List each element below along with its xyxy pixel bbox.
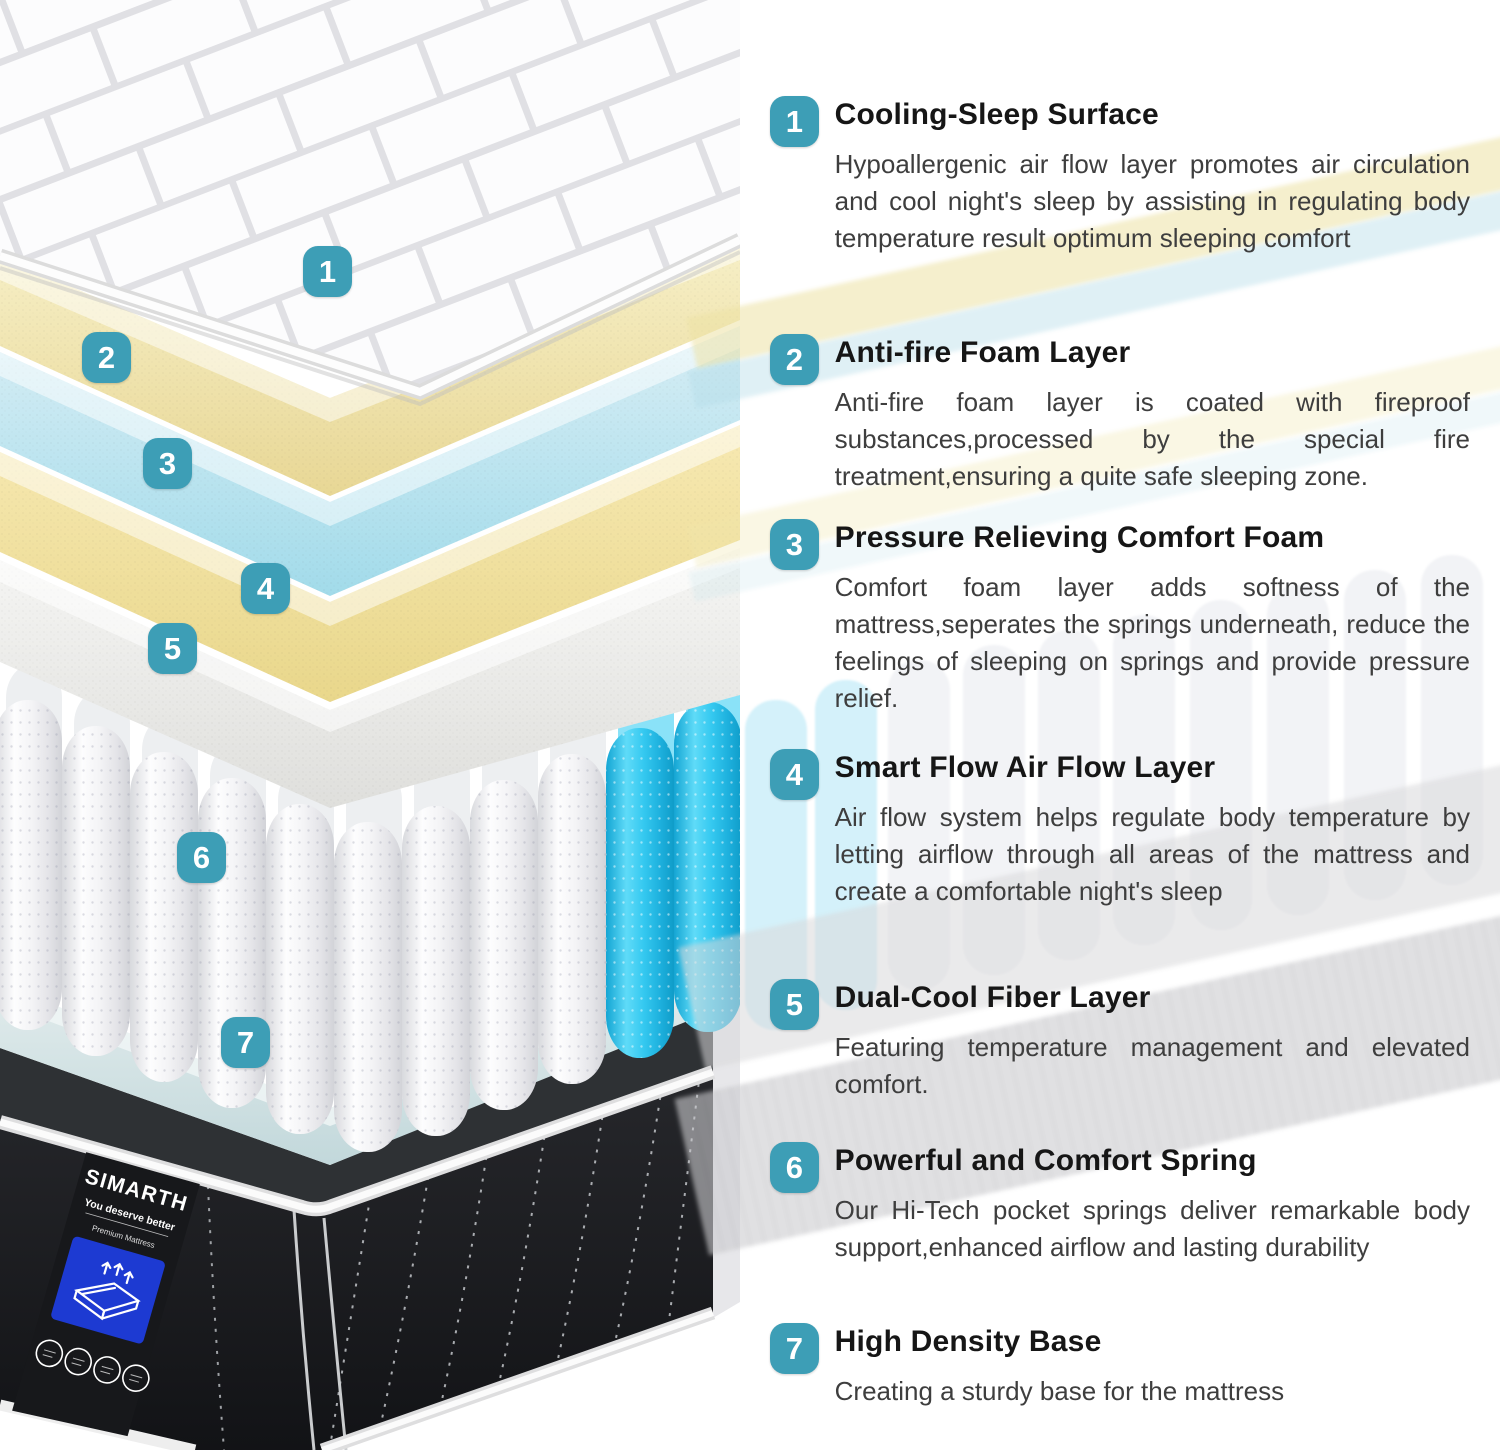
feature-number-badge: 6 [770,1142,819,1193]
layer-marker-2: 2 [82,332,131,383]
feature-description: Hypoallergenic air flow layer promotes a… [834,149,1470,253]
brand-label: SIMARTH You deserve better Premium Mattr… [0,1146,202,1450]
feature-number-badge: 3 [770,519,819,570]
pocket-springs-graphic [0,654,740,1152]
feature-title: Anti-fire Foam Layer [834,336,1131,369]
comfort-foam-layer-graphic [0,326,740,596]
feature-description: Creating a sturdy base for the mattress [834,1376,1285,1406]
base-layer-graphic: SIMARTH You deserve better Premium Mattr… [0,992,740,1450]
feature-number-badge: 2 [770,334,819,385]
feature-number-badge: 7 [770,1323,819,1374]
layer-marker-7: 7 [221,1017,270,1068]
anti-fire-foam-layer-graphic [0,238,740,496]
feature-item-2: 2 Anti-fire Foam Layer Anti-fire foam la… [770,334,1470,495]
feature-description: Anti-fire foam layer is coated with fire… [834,387,1470,491]
layer-marker-4: 4 [241,563,290,614]
feature-item-3: 3 Pressure Relieving Comfort Foam Comfor… [770,519,1470,717]
layer-marker-6: 6 [177,832,226,883]
certification-seal-icons [35,1339,150,1392]
feature-description: Air flow system helps regulate body temp… [834,802,1470,906]
feature-item-6: 6 Powerful and Comfort Spring Our Hi-Tec… [770,1142,1470,1266]
layer-marker-3: 3 [143,438,192,489]
feature-item-7: 7 High Density Base Creating a sturdy ba… [770,1323,1470,1410]
feature-number-badge: 1 [770,96,819,147]
mattress-cross-section-illustration: SIMARTH You deserve better Premium Mattr… [0,0,740,1450]
feature-description: Featuring temperature management and ele… [834,1032,1470,1099]
feature-item-1: 1 Cooling-Sleep Surface Hypoallergenic a… [770,96,1470,257]
mattress-logo-icon [73,1261,141,1321]
feature-title: Cooling-Sleep Surface [834,98,1159,131]
feature-number-badge: 4 [770,749,819,800]
layer-marker-5: 5 [148,623,197,674]
feature-title: High Density Base [834,1325,1102,1358]
feature-item-4: 4 Smart Flow Air Flow Layer Air flow sys… [770,749,1470,910]
quilted-top-graphic [0,0,740,407]
feature-number-badge: 5 [770,979,819,1030]
feature-list-panel: 1 Cooling-Sleep Surface Hypoallergenic a… [674,0,1500,1450]
feature-title: Pressure Relieving Comfort Foam [834,521,1325,554]
layer-marker-1: 1 [303,246,352,297]
feature-title: Smart Flow Air Flow Layer [834,751,1216,784]
feature-title: Powerful and Comfort Spring [834,1144,1257,1177]
mattress-layers-drawing: SIMARTH You deserve better Premium Mattr… [0,0,740,1450]
feature-item-5: 5 Dual-Cool Fiber Layer Featuring temper… [770,979,1470,1103]
feature-title: Dual-Cool Fiber Layer [834,981,1151,1014]
feature-description: Our Hi-Tech pocket springs deliver remar… [834,1195,1470,1262]
feature-description: Comfort foam layer adds softness of the … [834,572,1470,713]
